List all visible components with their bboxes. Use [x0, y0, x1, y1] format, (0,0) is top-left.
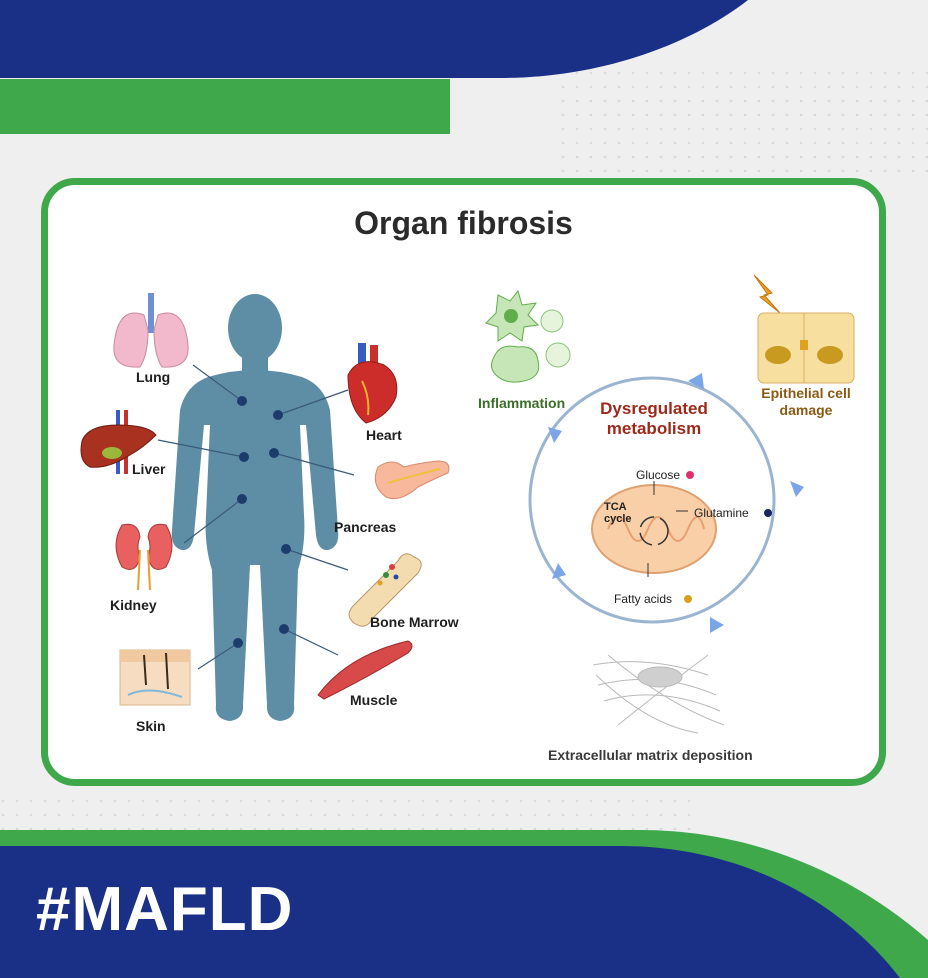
tca-cycle-label: TCA cycle [604, 501, 632, 525]
diagram-graphics [80, 274, 855, 734]
kidney-label: Kidney [110, 597, 157, 613]
inflammation-label: Inflammation [478, 395, 566, 411]
glutamine-label: Glutamine [694, 506, 749, 520]
dysregulated-metabolism-label: Dysregulated metabolism [584, 399, 724, 439]
inflammation-cells-icon [485, 289, 571, 383]
heart-label: Heart [366, 427, 402, 443]
liver-label: Liver [132, 461, 166, 477]
muscle-icon [317, 640, 413, 700]
skin-label: Skin [136, 718, 166, 734]
glucose-label: Glucose [636, 468, 681, 482]
tca-line2: cycle [604, 513, 632, 525]
bottom-navy-band [0, 846, 900, 978]
organ-connectors [157, 364, 355, 670]
dot-pattern-bottom [0, 790, 700, 830]
lung-icon [113, 293, 189, 368]
tca-line1: TCA [604, 501, 627, 513]
mitochondrion-icon [591, 481, 717, 577]
muscle-label: Muscle [350, 692, 398, 708]
human-body-silhouette [171, 294, 339, 721]
epithelial-label-line2: damage [779, 402, 833, 418]
dot-pattern-top [560, 60, 928, 180]
ecm-label: Extracellular matrix deposition [548, 747, 753, 763]
dysregulated-line2: metabolism [606, 419, 702, 438]
glutamine-dot [764, 509, 772, 517]
diagram-card: Organ fibrosis Lung Heart Liver Pancreas… [41, 178, 886, 786]
epithelial-cells-icon [753, 274, 855, 384]
heart-icon [347, 343, 398, 424]
pancreas-icon [374, 460, 450, 500]
skin-icon [119, 649, 191, 706]
glucose-dot [686, 471, 694, 479]
top-green-band [0, 79, 450, 134]
hashtag-text: #MAFLD [36, 875, 294, 944]
kidney-icon [115, 523, 173, 591]
bone-marrow-icon [348, 553, 422, 627]
organ-dots [233, 396, 291, 648]
dysregulated-line1: Dysregulated [600, 399, 708, 418]
liver-icon [80, 410, 157, 474]
lung-label: Lung [136, 369, 171, 385]
metabolism-cycle [528, 373, 804, 633]
bone-marrow-label: Bone Marrow [370, 614, 459, 630]
top-navy-band [0, 0, 748, 78]
fatty-acids-label: Fatty acids [614, 592, 673, 606]
diagram-title: Organ fibrosis [354, 205, 573, 241]
ecm-fibers-icon [592, 654, 725, 734]
fatty-acids-dot [684, 595, 692, 603]
epithelial-label: Epithelial cell damage [748, 385, 864, 419]
epithelial-label-line1: Epithelial cell [761, 385, 851, 401]
pancreas-label: Pancreas [334, 519, 397, 535]
